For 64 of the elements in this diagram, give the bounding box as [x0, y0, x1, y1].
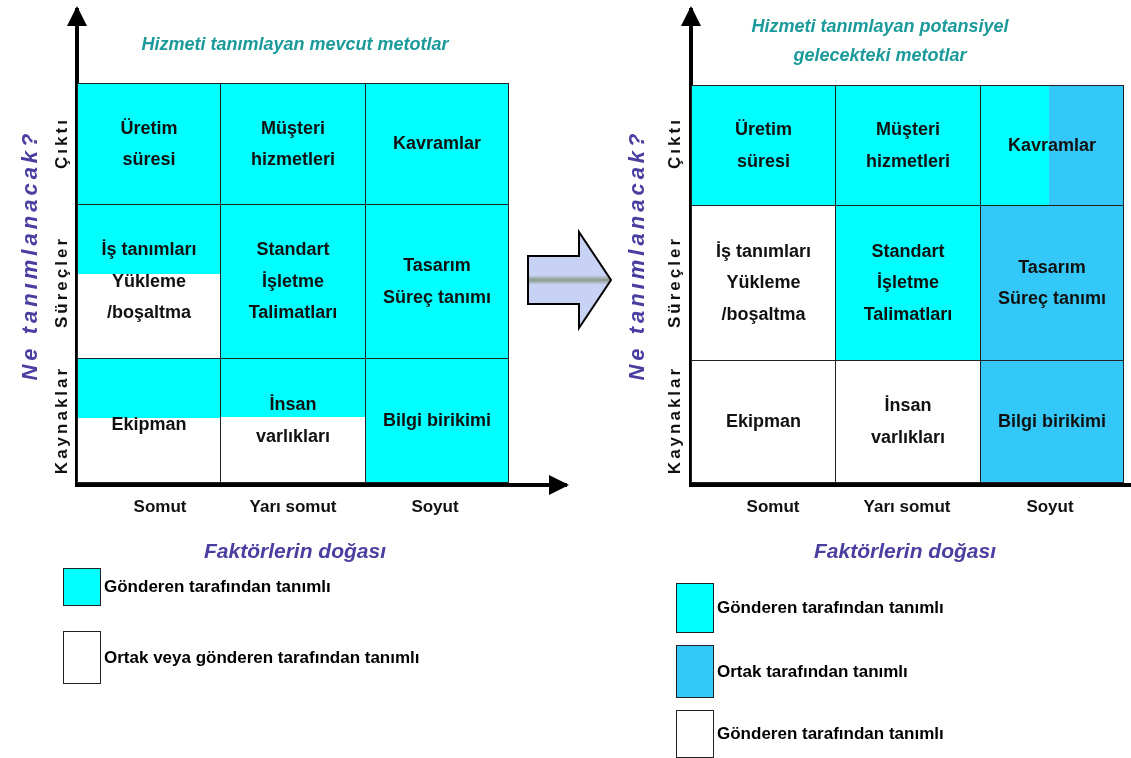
matrix-cell [980, 85, 1124, 206]
axis-label: Kaynaklar [52, 365, 72, 475]
matrix-cell [77, 204, 221, 359]
column-label: Somut [133, 497, 187, 517]
matrix-cell [220, 358, 366, 483]
axis-label: Ne tanımlanacak? [624, 129, 650, 381]
axis-label: Çıktı [665, 117, 685, 169]
cell-text: Süreç tanımı [382, 285, 491, 309]
matrix-cell [220, 83, 366, 205]
matrix-cell [691, 85, 836, 206]
cell-text: Standart İşletme Talimatları [247, 238, 339, 325]
matrix-cell [77, 358, 221, 483]
legend-text: Gönderen tarafından tanımlı [104, 577, 331, 597]
matrix-cell [980, 360, 1124, 483]
cell-text: Ekipman [726, 409, 801, 433]
cell-text: Yükleme /boşaltma [106, 269, 192, 325]
cell-text: İş tanımları [101, 238, 197, 262]
axis-title: Faktörlerin doğası [204, 539, 386, 563]
cell-text: Kavramlar [392, 132, 482, 156]
matrix-cell [835, 85, 981, 206]
cell-text: İnsan varlıkları [869, 394, 947, 449]
cell-text: Yükleme /boşaltma [720, 271, 807, 326]
cell-text: İnsan varlıkları [254, 393, 332, 448]
matrix-cell [365, 204, 509, 359]
matrix-grid [691, 85, 1123, 482]
matrix-cell [365, 83, 509, 205]
matrix-cell [77, 83, 221, 205]
matrix-cell [365, 358, 509, 483]
legend-text: Ortak tarafından tanımlı [717, 661, 908, 682]
cell-text: Süreç tanımı [997, 287, 1106, 310]
matrix-cell [691, 360, 836, 483]
axis-label: Ne tanımlanacak? [17, 129, 43, 381]
cell-text: Standart İşletme Talimatları [862, 239, 954, 326]
axis-title: Faktörlerin doğası [814, 539, 996, 563]
matrix-cell [835, 205, 981, 361]
column-label: Soyut [1026, 497, 1074, 517]
column-label: Yarı somut [249, 497, 337, 517]
axis-label: Çıktı [52, 117, 72, 169]
axis-label: Süreçler [665, 236, 685, 328]
legend-text: Gönderen tarafından tanımlı [717, 724, 944, 744]
matrix-cell [220, 204, 366, 359]
cell-text: Bilgi birikimi [383, 408, 491, 432]
cell-text: Ekipman [111, 412, 187, 436]
matrix-title: Hizmeti tanımlayan potansiyel gelecekteki metotlar [750, 15, 1010, 67]
axis-label: Süreçler [52, 236, 72, 328]
matrix-grid [77, 83, 508, 482]
block-arrow [527, 228, 613, 332]
matrix-cell [980, 205, 1124, 361]
matrix-title: Hizmeti tanımlayan mevcut metotlar [140, 33, 451, 56]
cell-text: Üretim süresi [119, 116, 179, 171]
legend-text: Ortak veya gönderen tarafından tanımlı [104, 647, 420, 668]
axis-label: Kaynaklar [665, 365, 685, 475]
cell-text: Müşteri hizmetleri [250, 116, 336, 171]
column-label: Yarı somut [863, 497, 951, 517]
legend-text: Gönderen tarafından tanımlı [717, 598, 944, 618]
cell-text: Müşteri hizmetleri [865, 118, 951, 173]
cell-text: Kavramlar [1007, 133, 1097, 157]
column-label: Soyut [411, 497, 459, 517]
cell-text: Tasarım [1018, 255, 1086, 279]
column-label: Somut [746, 497, 800, 517]
cell-text: Bilgi birikimi [998, 409, 1106, 433]
cell-text: İş tanımları [715, 239, 811, 263]
cell-text: Üretim süresi [734, 118, 793, 173]
cell-text: Tasarım [403, 254, 471, 277]
